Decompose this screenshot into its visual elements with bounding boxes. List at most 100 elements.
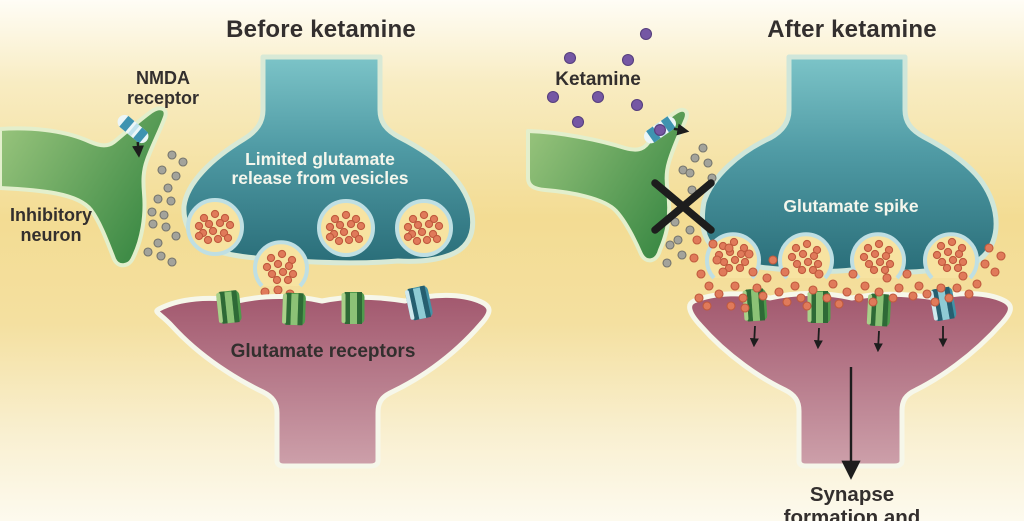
glutamate-dot xyxy=(868,297,878,307)
gaba-dot xyxy=(159,210,169,220)
gaba-dot xyxy=(161,222,171,232)
glutamate-dot xyxy=(718,267,728,277)
glutamate-dot xyxy=(798,249,808,259)
glutamate-spike-caption: Glutamate spike xyxy=(783,196,919,216)
glutamate-dot xyxy=(692,235,702,245)
glutamate-dot xyxy=(419,210,429,220)
ketamine-dot xyxy=(639,27,653,41)
glutamate-dot xyxy=(942,263,952,273)
gaba-dot xyxy=(163,183,173,193)
glutamate-dot xyxy=(408,214,418,224)
gaba-dot xyxy=(673,235,683,245)
glutamate-dot xyxy=(694,293,704,303)
gaba-dot xyxy=(157,165,167,175)
synapse-formation-caption: Synapse formation and strengthening xyxy=(783,483,921,521)
glutamate-dot xyxy=(194,221,204,231)
glutamate-dot xyxy=(952,283,962,293)
glutamate-dot xyxy=(834,299,844,309)
glutamate-dot xyxy=(842,287,852,297)
gaba-dot xyxy=(665,240,675,250)
glutamate-dot xyxy=(943,247,953,257)
glutamate-dot xyxy=(740,257,750,267)
glutamate-dot xyxy=(796,293,806,303)
glutamate-dot xyxy=(752,283,762,293)
gaba-dot xyxy=(685,225,695,235)
channel-icon xyxy=(341,292,365,324)
gaba-dot xyxy=(166,196,176,206)
glutamate-dot xyxy=(774,287,784,297)
glutamate-dot xyxy=(223,233,233,243)
glutamate-dot xyxy=(266,253,276,263)
ketamine-in-receptor-dot xyxy=(653,123,666,136)
glutamate-dot xyxy=(412,236,422,246)
glutamate-dot xyxy=(330,214,340,224)
glutamate-dot xyxy=(990,267,1000,277)
ketamine-dot xyxy=(571,115,585,129)
glutamate-dot xyxy=(947,237,957,247)
gaba-dot xyxy=(167,257,177,267)
glutamate-dot xyxy=(344,235,354,245)
channel-icon xyxy=(281,292,307,326)
glutamate-dot xyxy=(790,281,800,291)
gaba-dot xyxy=(171,171,181,181)
glutamate-dot xyxy=(954,249,964,259)
ketamine-molecule-dots xyxy=(546,27,653,129)
glutamate-dot xyxy=(958,271,968,281)
glutamate-dot xyxy=(735,263,745,273)
glutamate-dot xyxy=(354,234,364,244)
ketamine-dot xyxy=(546,90,560,104)
glutamate-dot xyxy=(859,252,869,262)
nmda-receptor-label: NMDA receptor xyxy=(126,68,200,108)
glutamate-dot xyxy=(215,218,225,228)
x-mark-icon xyxy=(651,179,715,234)
glutamate-dot xyxy=(704,281,714,291)
gaba-dot xyxy=(690,153,700,163)
inhibitory-neuron-label: Inhibitory neuron xyxy=(10,205,92,245)
glutamate-dot xyxy=(434,221,444,231)
glutamate-dot xyxy=(885,259,895,269)
gaba-dot xyxy=(698,143,708,153)
glutamate-dot xyxy=(220,213,230,223)
glutamate-receptors-label: Glutamate receptors xyxy=(230,341,416,362)
glutamate-dot xyxy=(848,269,858,279)
glutamate-dot xyxy=(874,287,884,297)
glutamate-dot xyxy=(740,303,750,313)
glutamate-dot xyxy=(922,289,932,299)
down-arrow-icon xyxy=(873,330,883,353)
glutamate-dot xyxy=(712,255,722,265)
glutamate-dot xyxy=(964,289,974,299)
gaba-dot xyxy=(148,219,158,229)
glutamate-dot xyxy=(880,265,890,275)
receptor-activation-arrows xyxy=(749,325,948,353)
glutamate-dot xyxy=(277,249,287,259)
glutamate-dot xyxy=(267,269,277,279)
glutamate-dot xyxy=(325,222,335,232)
glutamate-dot xyxy=(768,255,778,265)
down-arrow-icon xyxy=(813,327,823,350)
glutamate-dot xyxy=(724,263,734,273)
glutamate-dot xyxy=(791,243,801,253)
gaba-dot xyxy=(147,207,157,217)
glutamate-dot xyxy=(803,257,813,267)
glutamate-dot xyxy=(814,269,824,279)
glutamate-dot xyxy=(854,293,864,303)
glutamate-dot xyxy=(262,262,272,272)
ketamine-label: Ketamine xyxy=(555,69,641,90)
glutamate-dot xyxy=(356,221,366,231)
ketamine-dot xyxy=(621,53,635,67)
glutamate-dot xyxy=(936,241,946,251)
glutamate-dot xyxy=(708,239,718,249)
glutamate-dot xyxy=(780,267,790,277)
before-panel-title: Before ketamine xyxy=(226,16,416,43)
inhibitory-neuron-before xyxy=(0,106,168,268)
postsynaptic-neuron-before xyxy=(154,292,492,469)
glutamate-dot xyxy=(808,265,818,275)
glutamate-dot xyxy=(341,210,351,220)
glutamate-dot xyxy=(874,239,884,249)
glutamate-dot xyxy=(225,220,235,230)
glutamate-dot xyxy=(194,231,204,241)
glutamate-dot xyxy=(875,257,885,267)
glutamate-dot xyxy=(213,234,223,244)
